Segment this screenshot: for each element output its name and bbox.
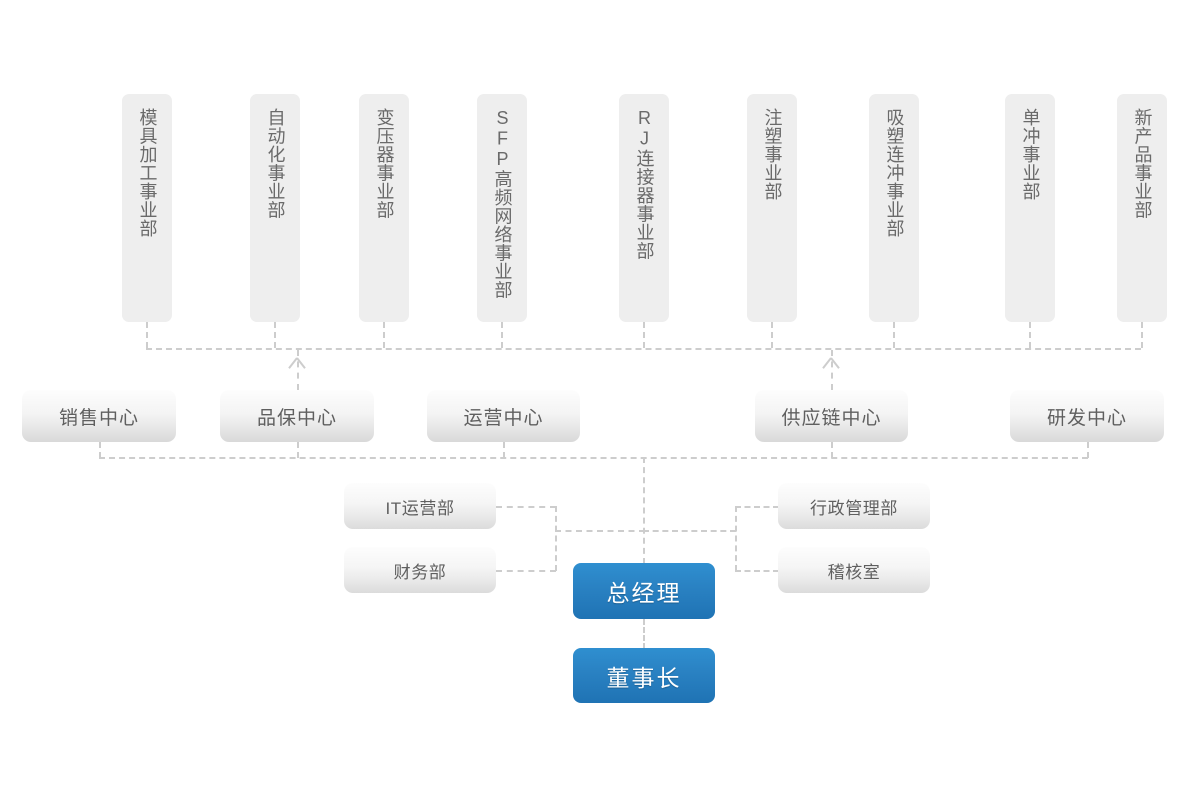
connector-center-drop [831, 442, 833, 458]
connector-finance-stub [496, 570, 556, 572]
connector-left-bracket-to-spine [555, 530, 645, 532]
connector-quality-to-bus [297, 350, 299, 390]
division-box-sfp-network[interactable]: SFP高频网络事业部 [477, 94, 527, 322]
center-label: 销售中心 [58, 407, 139, 429]
center-box-sales[interactable]: 销售中心 [22, 390, 176, 442]
connector-division-drop [893, 322, 895, 348]
exec-label: 总经理 [606, 580, 682, 606]
dept-label: 行政管理部 [810, 498, 898, 518]
division-label: SFP高频网络事业部 [492, 108, 513, 299]
exec-box-general-manager[interactable]: 总经理 [573, 563, 715, 619]
connector-upper-bus [146, 348, 1141, 350]
dept-box-administration[interactable]: 行政管理部 [778, 483, 930, 529]
connector-gm-to-chairman [643, 619, 645, 649]
division-label: 单冲事业部 [1020, 108, 1041, 201]
connector-center-drop [1087, 442, 1089, 458]
dept-label: 稽核室 [827, 562, 881, 582]
division-label: 模具加工事业部 [137, 108, 158, 238]
dept-label: 财务部 [393, 562, 447, 582]
division-label: 自动化事业部 [265, 108, 286, 219]
connector-right-bracket [735, 506, 737, 571]
division-box-new-product[interactable]: 新产品事业部 [1117, 94, 1167, 322]
exec-box-chairman[interactable]: 董事长 [573, 648, 715, 703]
dept-box-finance[interactable]: 财务部 [344, 547, 496, 593]
center-label: 品保中心 [256, 407, 337, 429]
connector-center-drop [99, 442, 101, 458]
connector-audit-stub [735, 570, 779, 572]
connector-division-drop [501, 322, 503, 348]
connector-division-drop [383, 322, 385, 348]
division-label: 注塑事业部 [762, 108, 783, 201]
division-box-rj-connector[interactable]: RJ连接器事业部 [619, 94, 669, 322]
connector-itops-stub [496, 506, 556, 508]
division-box-blister-stamping[interactable]: 吸塑连冲事业部 [869, 94, 919, 322]
center-box-supply-chain[interactable]: 供应链中心 [755, 390, 908, 442]
connector-left-bracket [555, 506, 557, 571]
connector-spine-to-gm [643, 457, 645, 564]
division-label: RJ连接器事业部 [634, 108, 655, 260]
center-label: 研发中心 [1046, 407, 1127, 429]
dept-box-audit[interactable]: 稽核室 [778, 547, 930, 593]
connector-right-bracket-to-spine [643, 530, 736, 532]
connector-division-drop [274, 322, 276, 348]
center-box-rnd[interactable]: 研发中心 [1010, 390, 1164, 442]
connector-lower-bus [99, 457, 1088, 459]
connector-division-drop [146, 322, 148, 348]
connector-division-drop [643, 322, 645, 348]
dept-box-it-operations[interactable]: IT运营部 [344, 483, 496, 529]
center-label: 供应链中心 [781, 407, 882, 429]
connector-division-drop [1029, 322, 1031, 348]
connector-division-drop [771, 322, 773, 348]
center-label: 运营中心 [463, 407, 544, 429]
division-label: 吸塑连冲事业部 [884, 108, 905, 238]
division-box-mold-processing[interactable]: 模具加工事业部 [122, 94, 172, 322]
center-box-operations[interactable]: 运营中心 [427, 390, 580, 442]
division-box-automation[interactable]: 自动化事业部 [250, 94, 300, 322]
center-box-quality[interactable]: 品保中心 [220, 390, 374, 442]
division-box-injection-molding[interactable]: 注塑事业部 [747, 94, 797, 322]
connector-supplychain-to-bus [831, 350, 833, 390]
division-label: 新产品事业部 [1132, 108, 1153, 219]
connector-center-drop [297, 442, 299, 458]
exec-label: 董事长 [606, 664, 682, 691]
connector-center-drop [503, 442, 505, 458]
division-box-transformer[interactable]: 变压器事业部 [359, 94, 409, 322]
dept-label: IT运营部 [385, 498, 455, 518]
connector-division-drop [1141, 322, 1143, 348]
division-label: 变压器事业部 [374, 108, 395, 219]
connector-admin-stub [735, 506, 779, 508]
division-box-single-stamping[interactable]: 单冲事业部 [1005, 94, 1055, 322]
